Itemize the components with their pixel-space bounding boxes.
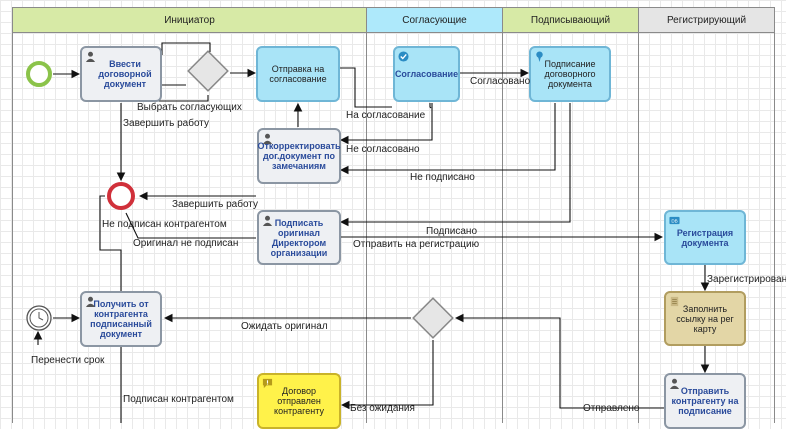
flow-label: Отправить на регистрацию xyxy=(353,239,480,250)
task-label: Отправить контрагенту на подписание xyxy=(671,386,739,416)
task-label: Регистрация документа xyxy=(676,227,734,248)
task-label: Согласование xyxy=(394,69,459,79)
user-icon xyxy=(262,215,273,226)
task-label: Подписать оригинал Директором организаци… xyxy=(270,217,328,258)
task-label: Получить от контрагента подписанный доку… xyxy=(90,299,152,339)
flow-signed xyxy=(339,103,571,227)
task-send-approval[interactable]: Отправка на согласование xyxy=(256,46,340,102)
gateway-diamond xyxy=(187,50,229,92)
lane-title: Регистрирующий xyxy=(666,14,747,26)
task-enter-contract[interactable]: Ввести договорной документ xyxy=(80,46,162,102)
flow-mid xyxy=(429,103,432,109)
start-event xyxy=(26,61,52,87)
flow-label: Не подписано xyxy=(410,172,475,183)
task-label: Заполнить ссылку на рег карту xyxy=(676,303,734,334)
task-fill-link[interactable]: Заполнить ссылку на рег карту xyxy=(664,291,746,346)
flow-label: Не подписан контрагентом xyxy=(102,219,227,230)
task-label: Ввести договорной документ xyxy=(98,59,152,89)
flow-not-signed-cp xyxy=(99,195,122,292)
task-registration[interactable]: DB Регистрация документа xyxy=(664,210,746,265)
flow-label: Подписано xyxy=(426,226,478,237)
task-label: Откорректировать дог.документ по замечан… xyxy=(257,141,341,171)
flow-label: Перенести срок xyxy=(31,355,105,366)
user-icon xyxy=(669,378,680,389)
lane-title: Согласующие xyxy=(402,14,467,26)
flow-sent xyxy=(454,313,664,409)
flow-label: На согласование xyxy=(346,110,426,121)
check-icon xyxy=(398,51,409,62)
lane-header-signer: Подписывающий xyxy=(502,7,639,33)
flow-label: Оригинал не подписан xyxy=(133,238,239,249)
task-send-counterparty[interactable]: Отправить контрагенту на подписание xyxy=(664,373,746,429)
flow-label: Подписан контрагентом xyxy=(123,394,234,405)
script-icon xyxy=(670,296,679,307)
flow-label: Завершить работу xyxy=(172,199,258,210)
lane-divider xyxy=(502,33,503,423)
flow-label: Выбрать согласующих xyxy=(137,102,242,113)
lane-divider xyxy=(774,33,775,423)
lane-header-initiator: Инициатор xyxy=(12,7,367,33)
lane-header-registrar: Регистрирующий xyxy=(638,7,775,33)
task-label: Подписание договорного документа xyxy=(544,59,596,89)
task-approval[interactable]: Согласование xyxy=(393,46,460,102)
register-icon: DB xyxy=(669,216,680,225)
flow-not-signed xyxy=(339,103,556,175)
task-label: Отправка на согласование xyxy=(269,64,327,84)
task-signing[interactable]: Подписание договорного документа xyxy=(529,46,611,102)
lane-header-approvers: Согласующие xyxy=(366,7,503,33)
lane-divider xyxy=(366,33,367,423)
lane-title: Подписывающий xyxy=(530,14,611,26)
signature-icon xyxy=(536,51,543,62)
task-correct-doc[interactable]: Откорректировать дог.документ по замечан… xyxy=(257,128,341,184)
end-event xyxy=(107,182,135,210)
flow-loop xyxy=(161,42,211,55)
task-get-signed[interactable]: Получить от контрагента подписанный доку… xyxy=(80,291,162,347)
flow-label: Не согласовано xyxy=(346,144,420,155)
message-icon xyxy=(262,378,273,389)
flow-not-agreed xyxy=(339,103,433,145)
flow-no-wait xyxy=(340,340,434,410)
flow-label: Без ожидания xyxy=(350,403,415,414)
lane-title: Инициатор xyxy=(164,14,215,26)
lane-divider xyxy=(12,33,13,423)
flow-label: Завершить работу xyxy=(123,118,209,129)
gateway-diamond xyxy=(412,297,454,339)
task-sign-original[interactable]: Подписать оригинал Директором организаци… xyxy=(257,210,341,265)
svg-text:DB: DB xyxy=(671,219,677,224)
flow-label: Отправлено xyxy=(583,403,640,414)
flow-to-approval xyxy=(340,67,392,108)
flow-label: Зарегистрировано xyxy=(707,274,786,285)
lane-divider xyxy=(638,33,639,423)
flow-original-not-signed xyxy=(125,212,256,239)
user-icon xyxy=(85,51,96,62)
clock-icon xyxy=(38,312,44,321)
flow-label: Согласовано xyxy=(470,76,531,87)
task-sent-contract[interactable]: Договор отправлен контрагенту xyxy=(257,373,341,429)
task-label: Договор отправлен контрагенту xyxy=(274,386,324,416)
user-icon xyxy=(85,296,96,307)
user-icon xyxy=(262,133,273,144)
flow-label: Ожидать оригинал xyxy=(241,321,328,332)
